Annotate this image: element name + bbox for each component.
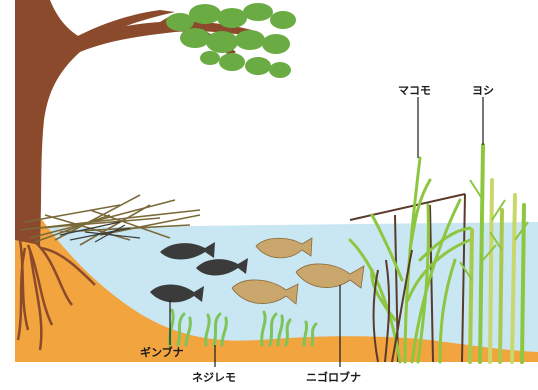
tree-foliage	[166, 3, 296, 78]
label-nejiremo: ネジレモ	[192, 371, 236, 384]
label-makomo: マコモ	[398, 84, 431, 97]
label-yoshi: ヨシ	[472, 84, 494, 97]
label-nigorobuna: ニゴロブナ	[306, 370, 361, 384]
label-ginbuna: ギンブナ	[140, 345, 184, 359]
